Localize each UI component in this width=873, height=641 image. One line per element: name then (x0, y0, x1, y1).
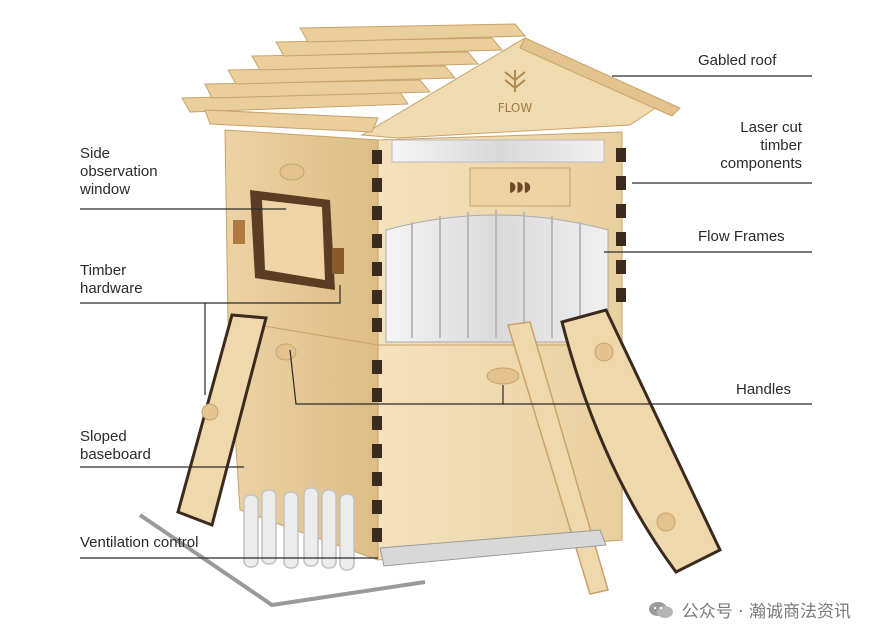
ventilation-tray (379, 529, 607, 567)
side-handle-upper (279, 163, 305, 181)
right-panel-narrow (507, 321, 609, 595)
flow-key-rod (138, 513, 426, 608)
label-side-window: Side observation window (80, 145, 158, 198)
front-cover-handle (469, 167, 571, 207)
label-timber-hardware: Timber hardware (80, 262, 143, 297)
flow-frame-cells (411, 210, 581, 338)
finger-joints (372, 148, 626, 542)
label-flow-frames: Flow Frames (698, 228, 785, 245)
timber-latch-right (332, 248, 344, 274)
right-panel-board (560, 308, 722, 574)
left-panel (176, 313, 268, 527)
roof-slats (181, 23, 527, 133)
label-handles: Handles (736, 381, 792, 398)
watermark-text: 公众号 · 瀚诚商法资讯 (681, 602, 851, 622)
timber-latch-left (233, 220, 245, 244)
roof-gable (360, 37, 661, 139)
label-sloped-baseboard: Sloped baseboard (80, 428, 151, 463)
label-laser-cut: Laser cut timber components (720, 119, 802, 172)
left-panel-knob (201, 403, 219, 421)
right-panel-knob-top (594, 342, 614, 362)
lower-box-front (377, 344, 623, 561)
flow-logo-text: FLOW (498, 101, 533, 115)
label-ventilation-control: Ventilation control (80, 534, 199, 551)
label-gabled-roof: Gabled roof (698, 52, 777, 69)
leader-lines (80, 75, 812, 559)
wechat-icon (648, 601, 673, 618)
flow-logo-icon (504, 70, 526, 92)
watermark: 公众号 · 瀚诚商法资讯 (648, 597, 851, 622)
right-panel-knob-bottom (656, 512, 676, 532)
cover-mark-icon: ◗◗◗ (509, 179, 531, 195)
side-window-glass (262, 200, 325, 280)
roof-eave-right (519, 37, 681, 117)
flow-tubes (243, 487, 355, 571)
side-handle-lower (275, 343, 297, 361)
front-handle (486, 367, 520, 385)
flow-frames-top (391, 139, 605, 163)
